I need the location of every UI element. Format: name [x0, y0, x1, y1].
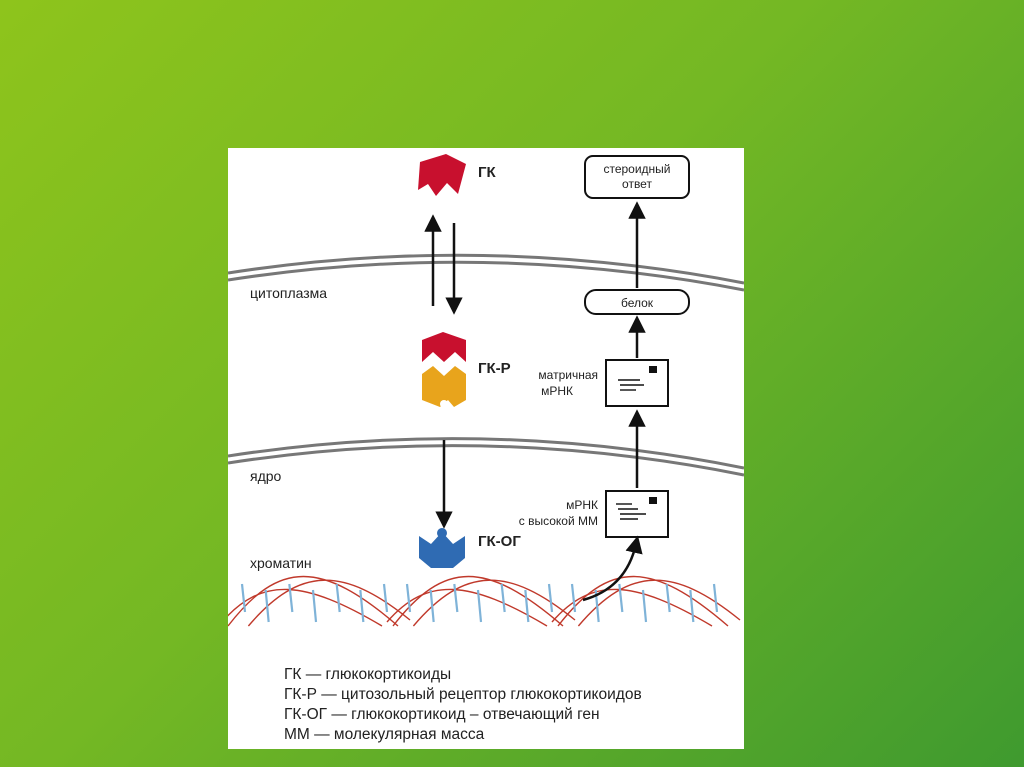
gk-receptor-complex-icon — [422, 332, 466, 408]
gk-og-head-icon — [437, 528, 447, 538]
matrix-mrna-label-line2: мРНК — [541, 384, 573, 398]
dna-rung — [712, 583, 719, 613]
dna-rung — [689, 589, 695, 623]
dna-rung — [524, 589, 530, 623]
hmw-mrna-document-icon — [605, 490, 669, 538]
dna-rung — [665, 583, 671, 613]
dna-rung — [500, 583, 506, 613]
chromatin-dna — [228, 575, 741, 627]
protein-box — [584, 289, 690, 315]
hmw-mrna-label: мРНК — [566, 498, 598, 512]
dna-rung — [288, 583, 294, 613]
dna-rung — [335, 583, 341, 613]
dna-rung — [641, 589, 648, 623]
gk-r-label: ГК-Р — [478, 360, 511, 377]
hmw-mrna-label-line2: с высокой ММ — [519, 514, 598, 528]
steroid-response-label: стероидный — [603, 162, 670, 176]
legend-line-gk-r: ГК-Р — цитозольный рецептор глюкокортико… — [284, 686, 642, 703]
dna-strand — [228, 575, 399, 627]
dna-rung — [429, 589, 435, 623]
dna-strand — [386, 588, 548, 627]
nucleus-label: ядро — [250, 468, 282, 484]
cell-membrane — [228, 253, 744, 292]
cytoplasm-label: цитоплазма — [250, 285, 327, 301]
diagram-panel: цитоплазма ядро хроматин ГК ГК-Р ГК-ОГ с… — [228, 148, 744, 749]
glucocorticoid-hormone-icon — [418, 154, 466, 196]
dna-rung — [382, 583, 389, 613]
dna-rung — [453, 583, 459, 613]
dna-rung — [311, 589, 318, 623]
dna-rung — [476, 589, 483, 623]
gk-og-label: ГК-ОГ — [478, 533, 521, 550]
steroid-response-box — [584, 155, 690, 199]
protein-label: белок — [621, 296, 654, 310]
dna-rung — [264, 589, 270, 623]
matrix-mrna-document-icon — [605, 359, 669, 407]
steroid-response-label-line2: ответ — [622, 177, 652, 191]
legend-line-gk: ГК — глюкокортикоиды — [284, 666, 452, 683]
legend-line-gk-og: ГК-ОГ — глюкокортикоид – отвечающий ген — [284, 706, 600, 723]
dna-rung — [618, 583, 624, 613]
dna-rung — [359, 589, 365, 623]
nuclear-membrane — [228, 437, 744, 477]
dna-strand — [557, 575, 729, 627]
gk-label: ГК — [478, 164, 497, 181]
chromatin-label: хроматин — [250, 555, 312, 571]
dna-strand — [551, 588, 713, 627]
dna-rung — [240, 583, 247, 613]
gk-og-gene-icon — [419, 532, 465, 568]
dna-strand — [228, 588, 383, 627]
dna-rung — [547, 583, 554, 613]
glucocorticoid-pathway-diagram: цитоплазма ядро хроматин ГК ГК-Р ГК-ОГ с… — [228, 154, 744, 627]
transcription-arrow — [582, 535, 643, 602]
dna-rung — [405, 583, 412, 613]
legend-line-mm: ММ — молекулярная масса — [284, 726, 485, 743]
matrix-mrna-label: матричная — [538, 368, 598, 382]
dna-rung — [570, 583, 577, 613]
dna-strand — [392, 575, 564, 627]
